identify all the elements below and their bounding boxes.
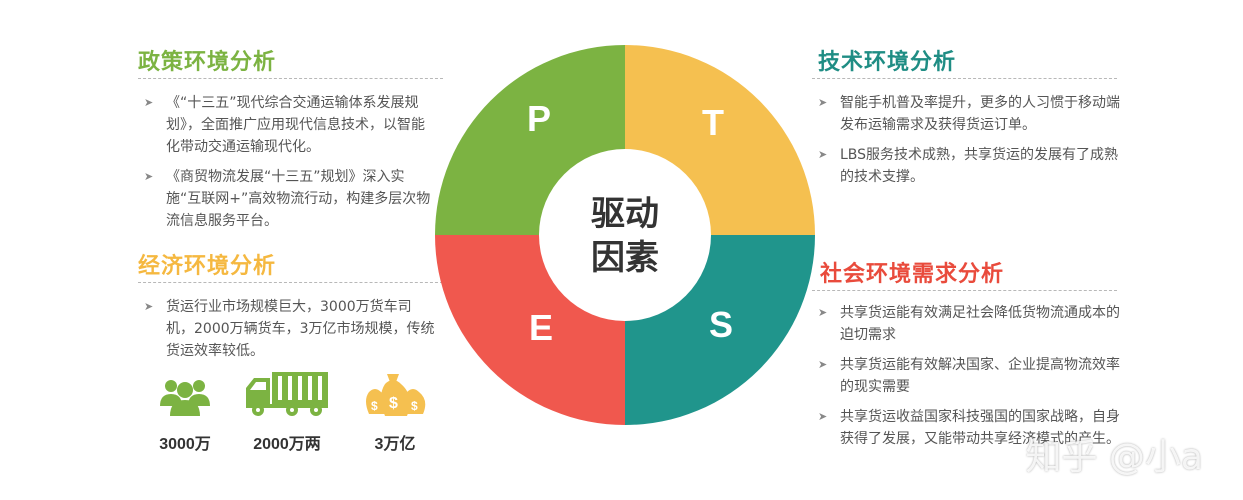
arrow-bullet-icon: ➤ [818, 358, 828, 371]
arrow-bullet-icon: ➤ [818, 148, 828, 161]
stat-label: 3万亿 [374, 436, 416, 453]
center-circle [539, 149, 711, 321]
arrow-bullet-icon: ➤ [144, 300, 154, 313]
social-bullet-text: 共享货运能有效解决国家、企业提高物流效率的现实需要 [840, 357, 1120, 395]
letter-s: S [709, 304, 733, 345]
social-bullet-list: ➤ 共享货运能有效满足社会降低货物流通成本的迫切需求 ➤ 共享货运能有效解决国家、企… [812, 302, 1132, 458]
money-bags-icon: $ $ $ [350, 370, 440, 418]
social-title: 社会环境需求分析 [820, 262, 1005, 287]
social-bullet: ➤ 共享货运收益国家科技强国的国家战略，自身获得了发展，又能带动共享经济模式的产生… [812, 406, 1132, 450]
social-bullet: ➤ 共享货运能有效解决国家、企业提高物流效率的现实需要 [812, 354, 1132, 398]
tech-bullet-list: ➤ 智能手机普及率提升，更多的人习惯于移动端发布运输需求及获得货运订单。 ➤ LBS… [812, 92, 1132, 196]
economy-bullet-text: 货运行业市场规模巨大，3000万货车司机，2000万辆货车，3万亿市场规模，传统… [166, 299, 435, 359]
policy-bullet: ➤ 《“十三五”现代综合交通运输体系发展规划》，全面推广应用现代信息技术，以智能化… [138, 92, 438, 158]
arrow-bullet-icon: ➤ [818, 306, 828, 319]
economy-stats: 3000万 2000万两 [159, 370, 440, 460]
economy-bullet-list: ➤ 货运行业市场规模巨大，3000万货车司机，2000万辆货车，3万亿市场规模，传… [138, 296, 438, 370]
stat-trucks: 2000万两 [242, 370, 332, 454]
arrow-bullet-icon: ➤ [144, 170, 154, 183]
letter-p: P [527, 98, 551, 139]
policy-bullet-list: ➤ 《“十三五”现代综合交通运输体系发展规划》，全面推广应用现代信息技术，以智能化… [138, 92, 438, 240]
tech-bullet-text: LBS服务技术成熟，共享货运的发展有了成熟的技术支撑。 [840, 147, 1119, 185]
social-bullet: ➤ 共享货运能有效满足社会降低货物流通成本的迫切需求 [812, 302, 1132, 346]
center-label-line2: 因素 [591, 238, 659, 278]
pest-wheel: P T E S 驱动 因素 [435, 45, 815, 425]
policy-divider [138, 78, 443, 79]
arrow-bullet-icon: ➤ [818, 410, 828, 423]
policy-bullet: ➤ 《商贸物流发展“十三五”规划》深入实施“互联网+”高效物流行动，构建多层次物流… [138, 166, 438, 232]
letter-e: E [529, 307, 553, 348]
truck-icon [242, 370, 332, 418]
economy-bullet: ➤ 货运行业市场规模巨大，3000万货车司机，2000万辆货车，3万亿市场规模，传… [138, 296, 438, 362]
stat-market: $ $ $ 3万亿 [350, 370, 440, 454]
letter-t: T [702, 102, 724, 143]
svg-text:$: $ [411, 399, 418, 413]
tech-bullet: ➤ LBS服务技术成熟，共享货运的发展有了成熟的技术支撑。 [812, 144, 1132, 188]
economy-divider [138, 282, 443, 283]
social-bullet-text: 共享货运能有效满足社会降低货物流通成本的迫切需求 [840, 305, 1120, 343]
people-group-icon [140, 370, 230, 418]
svg-text:$: $ [389, 395, 398, 412]
center-label-line1: 驱动 [591, 194, 659, 234]
arrow-bullet-icon: ➤ [818, 96, 828, 109]
stat-drivers: 3000万 [140, 370, 230, 454]
tech-divider [812, 78, 1117, 79]
social-divider [812, 290, 1117, 291]
policy-bullet-text: 《商贸物流发展“十三五”规划》深入实施“互联网+”高效物流行动，构建多层次物流信… [166, 169, 431, 229]
tech-bullet: ➤ 智能手机普及率提升，更多的人习惯于移动端发布运输需求及获得货运订单。 [812, 92, 1132, 136]
policy-bullet-text: 《“十三五”现代综合交通运输体系发展规划》，全面推广应用现代信息技术，以智能化带… [166, 95, 425, 155]
stat-label: 3000万 [159, 436, 211, 453]
economy-title: 经济环境分析 [138, 254, 277, 279]
policy-title: 政策环境分析 [138, 50, 277, 75]
watermark: 知乎 @小a [1025, 437, 1203, 478]
svg-text:$: $ [371, 399, 378, 413]
tech-title: 技术环境分析 [818, 50, 957, 75]
social-bullet-text: 共享货运收益国家科技强国的国家战略，自身获得了发展，又能带动共享经济模式的产生。 [840, 409, 1120, 447]
stat-label: 2000万两 [253, 436, 321, 453]
tech-bullet-text: 智能手机普及率提升，更多的人习惯于移动端发布运输需求及获得货运订单。 [840, 95, 1120, 133]
arrow-bullet-icon: ➤ [144, 96, 154, 109]
